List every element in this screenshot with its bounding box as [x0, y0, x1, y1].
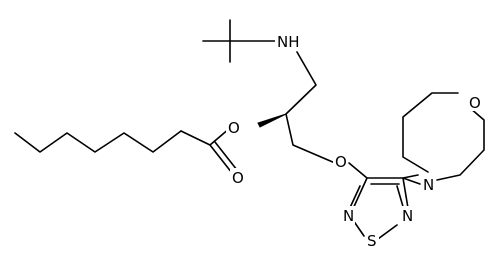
- ester-oxygen-label: O: [228, 119, 240, 137]
- morpholine-ring: [402, 92, 485, 181]
- amine-nh-label: NH: [277, 33, 300, 51]
- morpholine-link: [402, 177, 421, 185]
- thiadiazole-n-left-label: N: [343, 207, 354, 225]
- morpholine-nitrogen-label: N: [423, 176, 434, 194]
- wedge-bond: [257, 113, 287, 128]
- thiadiazole-sulfur-label: S: [367, 232, 377, 250]
- amine-chain-bonds: [285, 51, 336, 164]
- bonds: [14, 19, 485, 240]
- tbutyl-bonds: [202, 19, 281, 63]
- octanoyl-chain: [14, 130, 182, 153]
- thiadiazole-cn-bonds: [347, 185, 405, 213]
- atom-labels: NH O O O O N N N S: [226, 32, 481, 250]
- morpholine-oxygen-label: O: [469, 94, 481, 112]
- carbonyl-double-bond: [209, 141, 238, 174]
- ether-bond: [348, 162, 368, 179]
- ether-oxygen-label: O: [335, 153, 347, 171]
- ester-bonds: [180, 127, 231, 146]
- thiadiazole-n-right-label: N: [402, 207, 413, 225]
- carbonyl-oxygen-label: O: [232, 169, 244, 187]
